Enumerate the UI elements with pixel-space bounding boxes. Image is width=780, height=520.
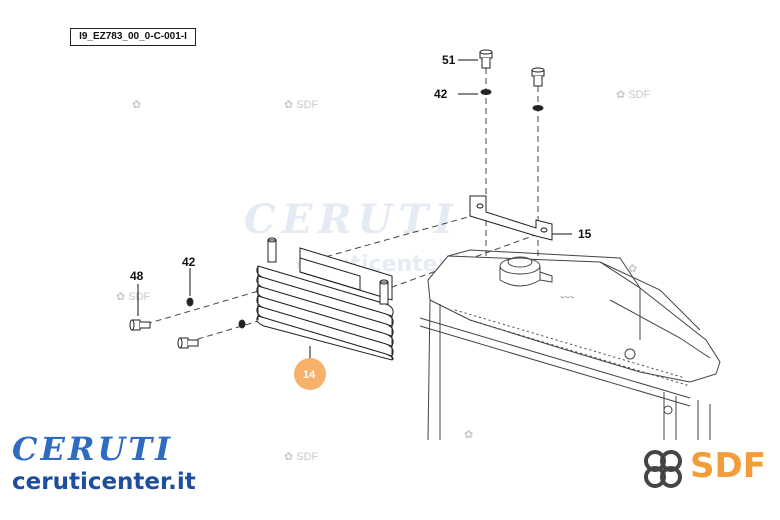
callout-14-badge	[294, 358, 326, 390]
screw-48	[129, 319, 151, 331]
sdf-watermark: ✿	[628, 263, 638, 275]
sdf-watermark: ✿	[132, 99, 142, 111]
sdf-watermark: ✿	[464, 429, 474, 441]
ceruti-brand: CERUTI ceruticenter.it	[12, 432, 242, 496]
sdf-watermark: ✿ SDF	[116, 291, 151, 303]
bolt-51-top	[479, 49, 493, 69]
washer-42-top	[480, 89, 492, 95]
bracket-15	[469, 195, 553, 241]
sdf-watermark: ✿ SDF	[616, 89, 651, 101]
callout-14: 14	[303, 369, 316, 381]
sdf-logo: SDF	[640, 444, 780, 494]
radiator-assembly: ~~~	[419, 249, 721, 441]
washer-42-second	[532, 105, 544, 111]
brand-name: CERUTI	[12, 430, 174, 468]
ceruti-watermark: CERUTI	[244, 196, 459, 243]
callout-51: 51	[442, 53, 456, 67]
callout-42-top: 42	[434, 87, 448, 101]
bolt-51-second	[531, 67, 545, 87]
sdf-watermark: ✿ SDF	[284, 451, 319, 463]
drawing-code: I9_EZ783_00_0-C-001-I	[70, 28, 196, 46]
callout-48: 48	[130, 269, 144, 283]
svg-text:~~~: ~~~	[560, 293, 574, 302]
sdf-knot-icon	[644, 450, 682, 488]
washer-42-left	[186, 297, 194, 307]
oil-cooler-14	[256, 237, 394, 361]
callout-15: 15	[578, 227, 592, 241]
screw-48-second	[177, 337, 199, 349]
sdf-wordmark: SDF	[690, 446, 766, 486]
brand-site: ceruticenter.it	[12, 469, 196, 495]
washer-42-left-second	[238, 319, 246, 329]
sdf-watermark: ✿ SDF	[284, 99, 319, 111]
callout-leaders	[137, 59, 572, 360]
callout-42-left: 42	[182, 255, 196, 269]
